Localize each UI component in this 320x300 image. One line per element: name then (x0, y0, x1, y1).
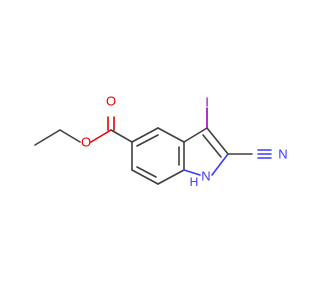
bond-c3-c2 (206, 127, 229, 155)
bond-c2-n1 (211, 153, 229, 176)
atom-label-indole-nitrogen: N (201, 169, 210, 184)
bond-c3-c2-inner (202, 134, 222, 158)
atom-label-oxygen-carbonyl: O (106, 94, 116, 109)
bond-ring-5-inner (136, 166, 157, 178)
bond-ring-5 (131, 169, 159, 185)
structure-canvas: O O I N H N (34, 93, 288, 189)
bond-ring-4 (157, 169, 185, 185)
bond-ring-1 (131, 127, 159, 143)
molecule-structure: O O I N H N (34, 94, 288, 189)
bond-carbonyl-ring (110, 129, 133, 143)
atom-label-oxygen-ester: O (81, 135, 91, 150)
atom-label-indole-hydrogen: H (190, 175, 199, 189)
bond-ring-1-inner (136, 134, 159, 147)
atom-label-nitrile-nitrogen: N (278, 147, 287, 162)
bond-c3a-c3 (183, 127, 208, 143)
atom-label-iodine: I (205, 95, 209, 110)
bond-o-carbonyl-carbon (90, 129, 112, 143)
bond-ring-2 (157, 127, 185, 143)
bond-ethyl-ch3-ch2 (34, 129, 61, 146)
bond-n1-c7a (183, 169, 201, 176)
bond-ethyl-ch2-o (59, 129, 81, 143)
